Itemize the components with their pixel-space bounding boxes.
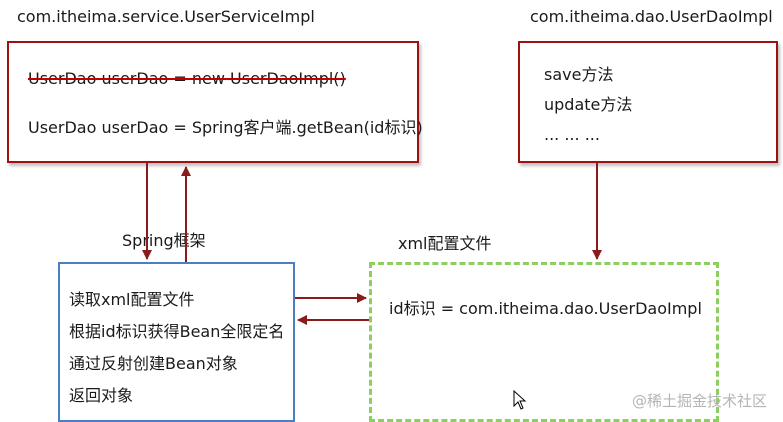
service-class-label: com.itheima.service.UserServiceImpl	[17, 7, 315, 26]
spring-step-return: 返回对象	[69, 386, 134, 405]
dao-method-ellipsis: ... ... ...	[544, 125, 600, 144]
service-box: UserDao userDao = new UserDaoImpl() User…	[7, 41, 423, 163]
spring-label: Spring框架	[122, 231, 206, 250]
spring-box: 读取xml配置文件 根据id标识获得Bean全限定名 通过反射创建Bean对象 …	[58, 262, 295, 422]
xml-label: xml配置文件	[398, 234, 492, 253]
new-code-line: UserDao userDao = Spring客户端.getBean(id标识…	[28, 118, 423, 137]
spring-step-read-xml: 读取xml配置文件	[69, 290, 195, 309]
spring-step-reflect: 通过反射创建Bean对象	[69, 354, 238, 373]
dao-class-label: com.itheima.dao.UserDaoImpl	[530, 7, 773, 26]
dao-method-save: save方法	[544, 65, 614, 84]
mouse-cursor-icon	[513, 390, 527, 410]
xml-box: id标识 = com.itheima.dao.UserDaoImpl	[369, 262, 719, 422]
dao-method-update: update方法	[544, 95, 633, 114]
watermark-text: @稀土掘金技术社区	[632, 392, 768, 410]
dao-box: save方法 update方法 ... ... ...	[518, 41, 778, 163]
old-code-line: UserDao userDao = new UserDaoImpl()	[28, 69, 346, 88]
spring-step-get-name: 根据id标识获得Bean全限定名	[69, 322, 285, 341]
xml-mapping-line: id标识 = com.itheima.dao.UserDaoImpl	[389, 299, 702, 318]
